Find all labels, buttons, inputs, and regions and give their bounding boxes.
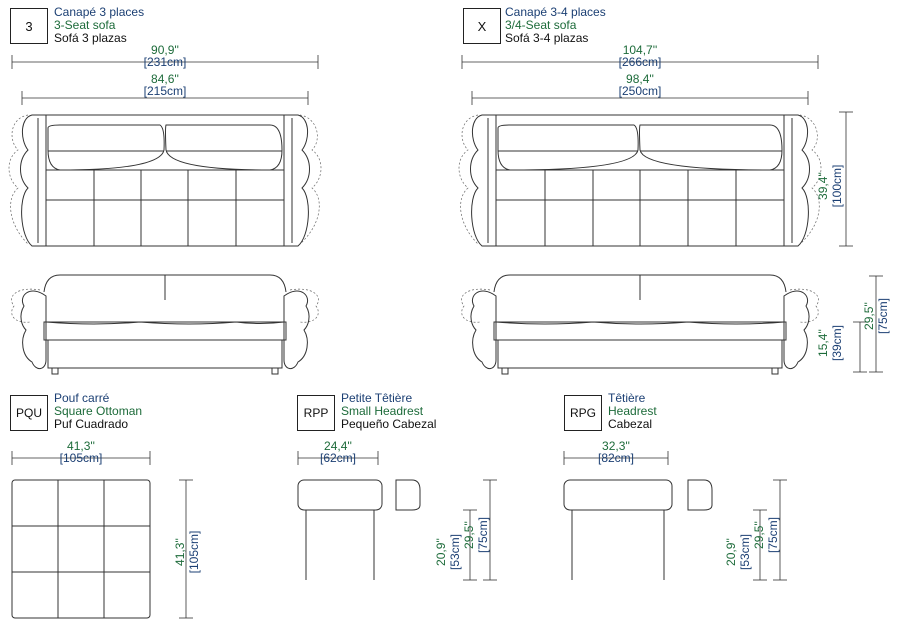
- small-headrest-width-in: 24,4'': [324, 439, 352, 453]
- sofa-x-name-fr: Canapé 3-4 places: [505, 5, 606, 19]
- sofa-3-name-es: Sofá 3 plazas: [54, 31, 127, 45]
- ottoman-depth: 41,3'' [105cm]: [173, 507, 201, 597]
- sofa-3-code: 3: [25, 18, 33, 34]
- sofa-x-seat-height: 15,4'' [39cm]: [816, 303, 844, 383]
- ottoman-width: 41,3'' [105cm]: [46, 440, 116, 464]
- sofa-3-name-en: 3-Seat sofa: [54, 18, 116, 32]
- sofa-x-code: X: [477, 18, 487, 34]
- ottoman-code-box: PQU: [10, 395, 48, 431]
- headrest-total-height-in: 29,5'': [752, 521, 766, 549]
- ottoman-code: PQU: [15, 406, 42, 420]
- sofa-x-name: Canapé 3-4 places 3/4-Seat sofa Sofá 3-4…: [505, 6, 606, 45]
- small-headrest-name-fr: Petite Têtière: [341, 391, 413, 405]
- sofa-3-front-view: [11, 274, 319, 375]
- sofa-x-inner-width-in: 98,4'': [626, 72, 654, 86]
- headrest-code-box: RPG: [564, 395, 602, 431]
- small-headrest-name: Petite Têtière Small Headrest Pequeño Ca…: [341, 392, 436, 431]
- sofa-x-depth: 39,4'' [100cm]: [816, 136, 844, 236]
- small-headrest-leg-height: 20,9'' [53cm]: [434, 512, 462, 592]
- small-headrest-width-cm: [62cm]: [319, 451, 356, 465]
- headrest-rpg-drawing: [563, 451, 787, 581]
- sofa-x-depth-in: 39,4'': [816, 172, 830, 200]
- ottoman-depth-in: 41,3'': [173, 538, 187, 566]
- headrest-leg-height-in: 20,9'': [724, 538, 738, 566]
- ottoman-width-cm: [105cm]: [59, 451, 103, 465]
- small-headrest-width: 24,4'' [62cm]: [303, 440, 373, 464]
- headrest-name-es: Cabezal: [608, 417, 653, 431]
- sofa-3-inner-width-cm: [215cm]: [143, 84, 187, 98]
- sofa-x-top-view: [458, 114, 822, 247]
- headrest-name: Têtière Headrest Cabezal: [608, 392, 657, 431]
- sofa-x-total-width-cm: [266cm]: [618, 55, 662, 69]
- headrest-rpp-drawing: [297, 451, 497, 581]
- sofa-3-code-box: 3: [10, 8, 48, 44]
- headrest-total-height: 29,5'' [75cm]: [752, 495, 780, 575]
- headrest-leg-height-cm: [53cm]: [738, 534, 752, 571]
- sofa-3-inner-width-in: 84,6'': [151, 72, 179, 86]
- sofa-3-width-dim-lines: [11, 55, 319, 105]
- sofa-3-total-width-in: 90,9'': [151, 43, 179, 57]
- sofa-x-total-height: 29,5'' [75cm]: [862, 266, 890, 366]
- sofa-3-total-width: 90,9'' [231cm]: [125, 44, 205, 68]
- sofa-x-width-dim-lines: [461, 55, 883, 373]
- small-headrest-leg-height-cm: [53cm]: [448, 534, 462, 571]
- small-headrest-name-en: Small Headrest: [341, 404, 424, 418]
- ottoman-width-in: 41,3'': [67, 439, 95, 453]
- sofa-3-top-view: [8, 114, 322, 247]
- sofa-x-inner-width-cm: [250cm]: [618, 84, 662, 98]
- ottoman-depth-cm: [105cm]: [187, 530, 201, 574]
- headrest-width: 32,3'' [82cm]: [581, 440, 651, 464]
- ottoman-name-es: Puf Cuadrado: [54, 417, 129, 431]
- sofa-3-total-width-cm: [231cm]: [143, 55, 187, 69]
- small-headrest-code-box: RPP: [297, 395, 335, 431]
- sofa-x-inner-width: 98,4'' [250cm]: [600, 73, 680, 97]
- headrest-name-fr: Têtière: [608, 391, 646, 405]
- sofa-x-total-width: 104,7'' [266cm]: [600, 44, 680, 68]
- ottoman-name: Pouf carré Square Ottoman Puf Cuadrado: [54, 392, 142, 431]
- sofa-x-front-view: [461, 274, 819, 375]
- sofa-3-name-fr: Canapé 3 places: [54, 5, 145, 19]
- sofa-3-inner-width: 84,6'' [215cm]: [125, 73, 205, 97]
- sofa-x-total-width-in: 104,7'': [622, 43, 658, 57]
- sofa-x-total-height-in: 29,5'': [862, 302, 876, 330]
- small-headrest-code: RPP: [303, 406, 329, 420]
- headrest-name-en: Headrest: [608, 404, 657, 418]
- sofa-x-seat-height-in: 15,4'': [816, 329, 830, 357]
- sofa-3-name: Canapé 3 places 3-Seat sofa Sofá 3 plaza…: [54, 6, 144, 45]
- sofa-x-depth-cm: [100cm]: [830, 164, 844, 208]
- headrest-leg-height: 20,9'' [53cm]: [724, 512, 752, 592]
- sofa-x-total-height-cm: [75cm]: [876, 298, 890, 335]
- sofa-x-seat-height-cm: [39cm]: [830, 325, 844, 362]
- small-headrest-leg-height-in: 20,9'': [434, 538, 448, 566]
- ottoman-name-fr: Pouf carré: [54, 391, 110, 405]
- sofa-x-code-box: X: [463, 8, 501, 44]
- small-headrest-total-height-in: 29,5'': [462, 521, 476, 549]
- small-headrest-name-es: Pequeño Cabezal: [341, 417, 437, 431]
- sofa-x-name-es: Sofá 3-4 plazas: [505, 31, 589, 45]
- sofa-x-name-en: 3/4-Seat sofa: [505, 18, 577, 32]
- ottoman-name-en: Square Ottoman: [54, 404, 143, 418]
- headrest-width-in: 32,3'': [602, 439, 630, 453]
- small-headrest-total-height: 29,5'' [75cm]: [462, 495, 490, 575]
- small-headrest-total-height-cm: [75cm]: [476, 517, 490, 554]
- headrest-code: RPG: [569, 406, 596, 420]
- headrest-total-height-cm: [75cm]: [766, 517, 780, 554]
- headrest-width-cm: [82cm]: [597, 451, 634, 465]
- ottoman-pqu-drawing: [11, 451, 193, 619]
